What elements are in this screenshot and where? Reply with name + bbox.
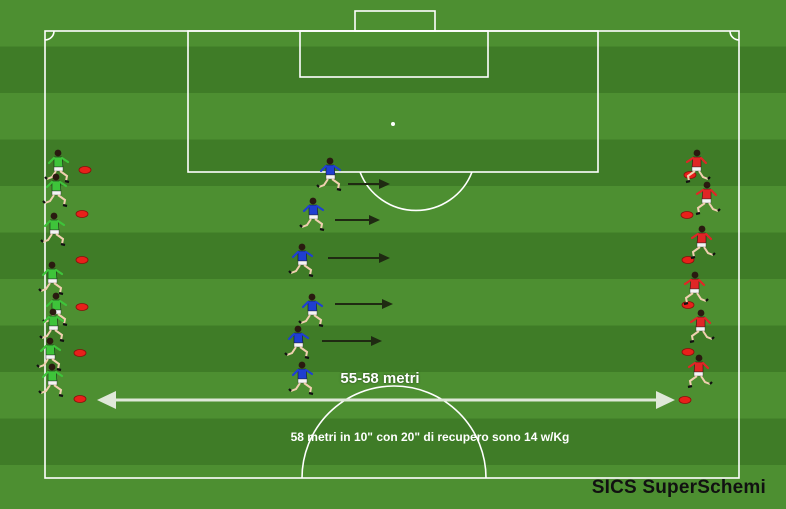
player-figure xyxy=(685,149,711,184)
grass-stripe xyxy=(0,93,786,141)
distance-label: 55-58 metri xyxy=(340,370,420,387)
penalty-spot xyxy=(391,122,395,126)
distance-arrowhead-right xyxy=(656,391,675,409)
center-circle xyxy=(301,385,487,479)
drill-note: 58 metri in 10" con 20" di recupero sono… xyxy=(290,430,570,444)
cone xyxy=(78,166,92,174)
players xyxy=(36,149,721,398)
grass-stripe xyxy=(0,46,786,94)
cones xyxy=(73,166,697,404)
player-figure xyxy=(683,271,709,306)
player-figure xyxy=(36,337,62,372)
player-figure xyxy=(42,173,68,208)
cone xyxy=(73,395,87,403)
run-arrows xyxy=(322,179,393,346)
grass-stripe xyxy=(0,139,786,187)
cone xyxy=(678,396,692,404)
player-figure xyxy=(690,225,716,260)
cone xyxy=(681,256,695,264)
cone xyxy=(75,210,89,218)
distance-arrowhead-left xyxy=(97,391,116,409)
run-arrow-head xyxy=(379,179,390,189)
grass-stripe xyxy=(0,325,786,373)
corner-arc-right xyxy=(729,30,740,41)
cone xyxy=(680,211,694,219)
player-figure xyxy=(299,197,325,232)
grass-stripe xyxy=(0,465,786,509)
penalty-arc xyxy=(359,171,473,212)
player-figure xyxy=(44,149,70,184)
run-arrow-head xyxy=(379,253,390,263)
grass-stripe xyxy=(0,0,786,48)
run-arrow-head xyxy=(369,215,380,225)
player-figure xyxy=(689,309,715,344)
player-figure xyxy=(298,293,324,328)
cone xyxy=(681,301,695,309)
grass-stripe xyxy=(0,186,786,234)
player-figure xyxy=(39,308,65,343)
player-figure xyxy=(38,363,64,398)
corner-arc-left xyxy=(44,30,55,41)
player-figure xyxy=(687,354,713,389)
pitch-markings xyxy=(44,10,740,479)
player-figure xyxy=(38,261,64,296)
grass-stripe xyxy=(0,232,786,280)
grass-stripe xyxy=(0,279,786,327)
player-figure xyxy=(284,325,310,360)
player-figure xyxy=(316,157,342,192)
cone xyxy=(73,349,87,357)
cone xyxy=(681,348,695,356)
grass-stripe xyxy=(0,418,786,466)
player-figure xyxy=(695,181,721,216)
cone xyxy=(75,256,89,264)
cone xyxy=(75,303,89,311)
run-arrow-head xyxy=(371,336,382,346)
distance-measure xyxy=(97,391,675,409)
player-figure xyxy=(40,212,66,247)
brand-watermark: SICS SuperSchemi xyxy=(591,477,766,498)
goal xyxy=(354,10,436,32)
grass-stripe xyxy=(0,372,786,420)
run-arrow-head xyxy=(382,299,393,309)
player-figure xyxy=(288,243,314,278)
player-figure xyxy=(288,361,314,396)
